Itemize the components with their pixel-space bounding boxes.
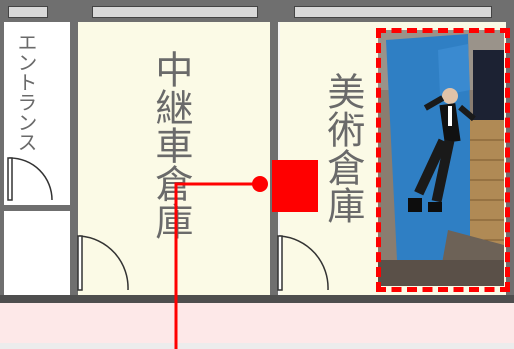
entrance-inner-wall xyxy=(0,205,72,211)
window-right xyxy=(294,6,492,18)
body-on-blue-tarp-photo-icon xyxy=(378,30,504,286)
entrance-lower-area xyxy=(0,217,72,295)
left-edge-wall xyxy=(0,22,4,302)
window-left xyxy=(8,6,48,18)
wall-entrance-garage xyxy=(70,22,78,302)
entrance-label: エントランス xyxy=(14,32,38,152)
relay-garage-label: 中継車倉庫 xyxy=(148,50,193,240)
garage-door-icon xyxy=(77,235,129,291)
relay-garage-room xyxy=(78,22,270,295)
art-storage-label: 美術倉庫 xyxy=(320,72,365,224)
route-dot-icon xyxy=(252,176,268,192)
corridor-bottom-edge xyxy=(0,343,514,349)
photo-highlight-frame xyxy=(376,28,510,292)
art-door-icon xyxy=(277,235,329,291)
entrance-door-icon xyxy=(7,157,53,201)
bottom-wall xyxy=(0,295,514,303)
crime-scene-photo xyxy=(378,30,504,286)
right-wall xyxy=(506,22,514,302)
window-middle xyxy=(92,6,258,18)
evidence-marker-icon xyxy=(272,160,318,212)
route-line xyxy=(174,182,260,349)
corridor xyxy=(0,302,514,349)
